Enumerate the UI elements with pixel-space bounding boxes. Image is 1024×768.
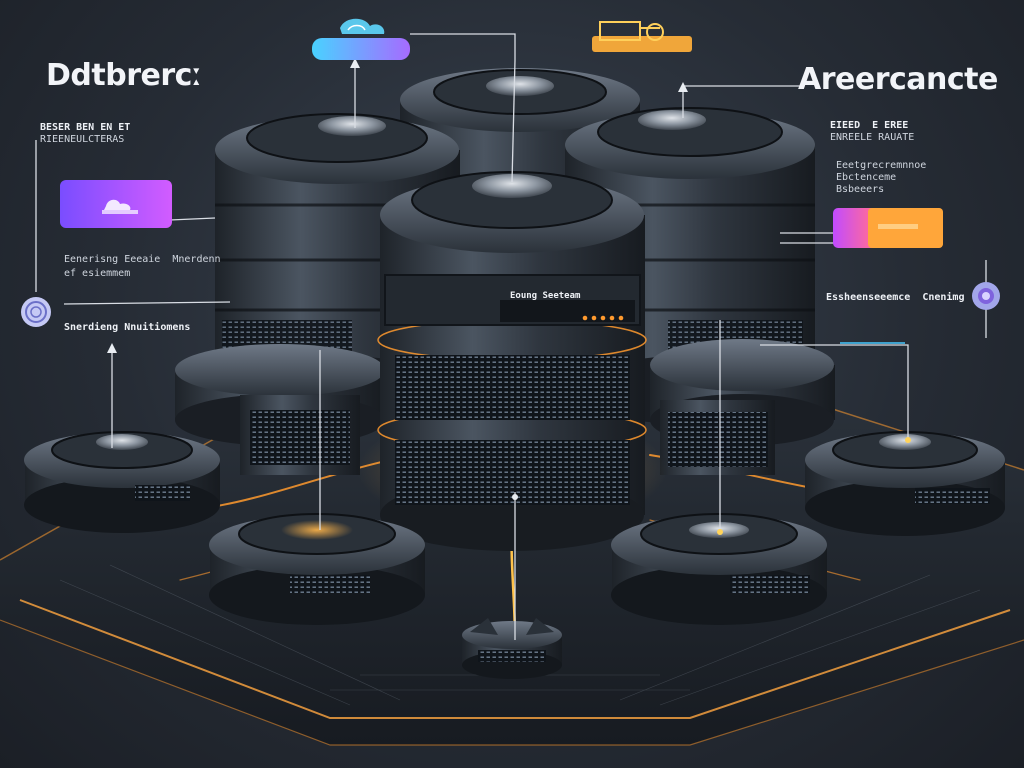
callout-arrowheads (107, 58, 911, 535)
label-right-mid-2: Ebctenceme (836, 172, 897, 183)
label-right-mid-1: Eeetgrecremnnoe (836, 160, 927, 171)
node-front-center-small (462, 618, 562, 679)
node-front-left (209, 513, 425, 625)
cloud-chip-icon (60, 180, 172, 228)
label-left-bottom: Snerdieng Nnuitiomens (64, 322, 191, 333)
node-front-far-right (805, 431, 1005, 536)
cloud-icon (312, 18, 410, 60)
label-left-mid-small: ef esiemmem (64, 268, 131, 279)
label-left-mid: Eenerisng Eeeaie Mnerdenn (64, 254, 221, 265)
server-ring-mid-right (650, 339, 835, 475)
folder-icon (592, 21, 692, 52)
label-right-bottom: Essheenseeemce Cnenimg (826, 292, 965, 303)
title-left: Ddtbrercː (46, 58, 202, 93)
label-right-top-2: ENREELE RAUATE (830, 132, 915, 143)
label-right-top-1: EIEED E EREE (830, 120, 909, 131)
gradient-chip-icon (833, 208, 943, 248)
node-front-far-left (24, 431, 220, 533)
server-stack-center (357, 171, 667, 551)
node-front-right (611, 513, 827, 625)
ring-node-left (21, 297, 51, 327)
ring-node-right (972, 282, 1000, 310)
callout-lines (35, 33, 987, 640)
label-center-panel: Eoung Seeteam (510, 291, 581, 301)
title-right: Areercancte (798, 62, 998, 97)
label-right-mid-3: Bsbeeers (836, 184, 885, 195)
server-ring-mid-left (175, 344, 385, 475)
label-left-top-1: BESER BEN EN ET (40, 122, 131, 133)
label-left-top-2: RIEENEULCTERAS (40, 134, 125, 145)
